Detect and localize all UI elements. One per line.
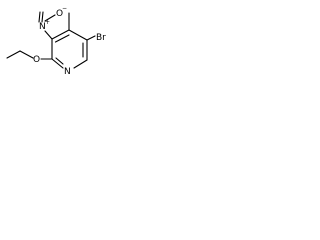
nitro-bond-c3-n: [44, 30, 53, 40]
bromo-label: Br: [96, 33, 106, 43]
molecule-structure-canvas: Br N O N + O −: [0, 0, 120, 83]
bromo-bond: [86, 35, 96, 41]
nitro-nitrogen-charge: +: [45, 19, 50, 26]
ring-nitrogen-label: N: [64, 67, 71, 77]
nitro-bond-n-o-double-inner: [41, 11, 44, 23]
nitro-oxygen-charge: −: [62, 5, 67, 12]
nitro-bond-n-o-double: [38, 11, 41, 23]
ring-double-bond-n1-c2: [55, 57, 64, 65]
ring-bond-c3-c4: [51, 29, 70, 40]
ring-bond-c6-n1: [73, 59, 88, 69]
ring-bond-c4-c5: [68, 29, 88, 41]
nitro-bond-n-o-single: [44, 14, 56, 22]
nitro-oxygen-label: O: [56, 9, 63, 19]
ethyl-bond-o-ch2: [19, 50, 34, 59]
nitro-nitrogen-label: N: [39, 22, 46, 32]
molecule-structure-diagram: Br N O N + O −: [6, 5, 106, 77]
ring-double-bond-c3-c4: [54, 34, 70, 43]
ring-bond-n1-c2: [51, 58, 64, 69]
ether-oxygen-label: O: [33, 55, 40, 65]
ethyl-bond-ch2-ch3: [6, 50, 21, 59]
